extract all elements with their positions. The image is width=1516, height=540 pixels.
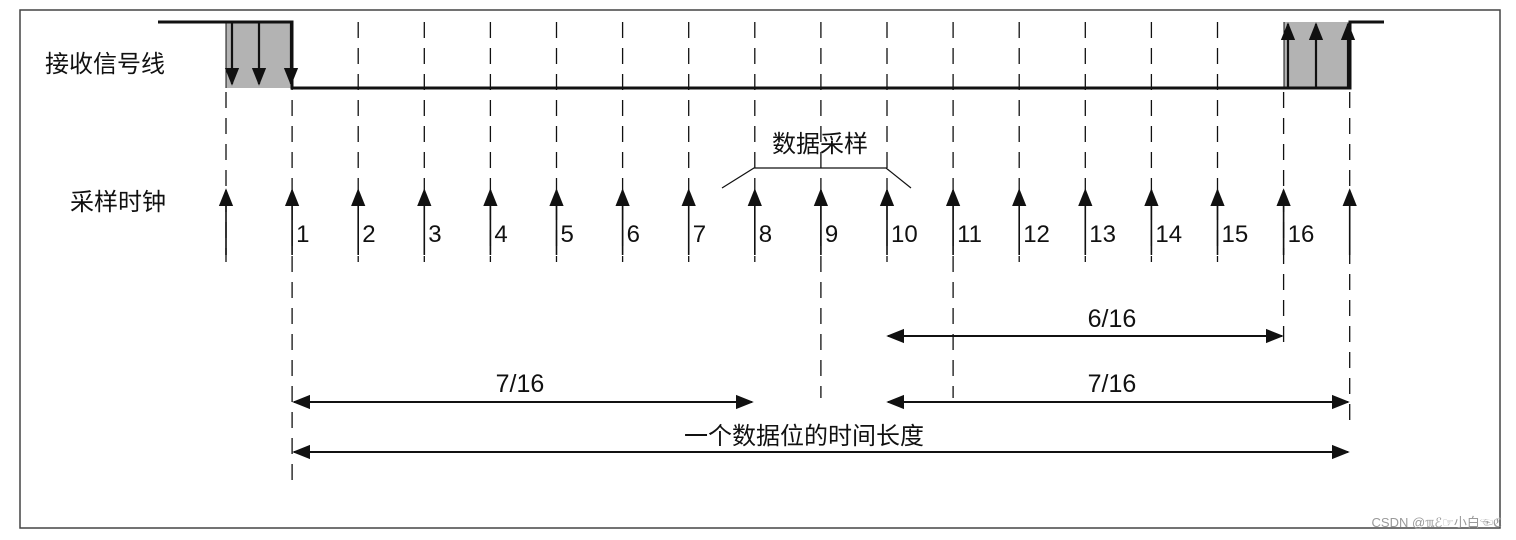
data-sampling-label: 数据采样 (772, 130, 868, 158)
receive-line-label: 接收信号线 (45, 50, 165, 78)
sample-clock-arrows (218, 188, 1357, 255)
start-bit-sample-arrows (224, 22, 299, 86)
clock-number-11: 11 (957, 221, 982, 248)
clock-number-8: 8 (759, 221, 772, 248)
clock-number-16: 16 (1288, 221, 1315, 248)
clock-number-3: 3 (428, 221, 441, 248)
clock-number-10: 10 (891, 221, 918, 248)
clock-number-1: 1 (296, 221, 309, 248)
clock-number-12: 12 (1023, 221, 1050, 248)
clock-number-9: 9 (825, 221, 838, 248)
data-sampling-bracket (721, 167, 912, 189)
clock-number-7: 7 (693, 221, 706, 248)
clock-number-2: 2 (362, 221, 375, 248)
interval-label-10-end: 7/16 (1088, 370, 1137, 398)
clock-number-5: 5 (561, 221, 574, 248)
clock-number-4: 4 (494, 221, 507, 248)
clock-number-13: 13 (1089, 221, 1116, 248)
clock-number-15: 15 (1222, 221, 1249, 248)
receive-signal-waveform (158, 20, 1384, 90)
sample-clock-label: 采样时钟 (70, 188, 166, 216)
bit-time-label: 一个数据位的时间长度 (684, 422, 924, 450)
stop-bit-sample-arrows (1280, 22, 1356, 88)
interval-label-10-16: 6/16 (1088, 305, 1137, 333)
watermark: CSDN @ℼℰ☞小白☜ℭ (1372, 515, 1502, 530)
diagram-frame (19, 9, 1501, 529)
clock-number-6: 6 (627, 221, 640, 248)
clock-number-14: 14 (1155, 221, 1182, 248)
interval-label-start-8: 7/16 (496, 370, 545, 398)
dashed-guide-lines (225, 22, 1351, 488)
